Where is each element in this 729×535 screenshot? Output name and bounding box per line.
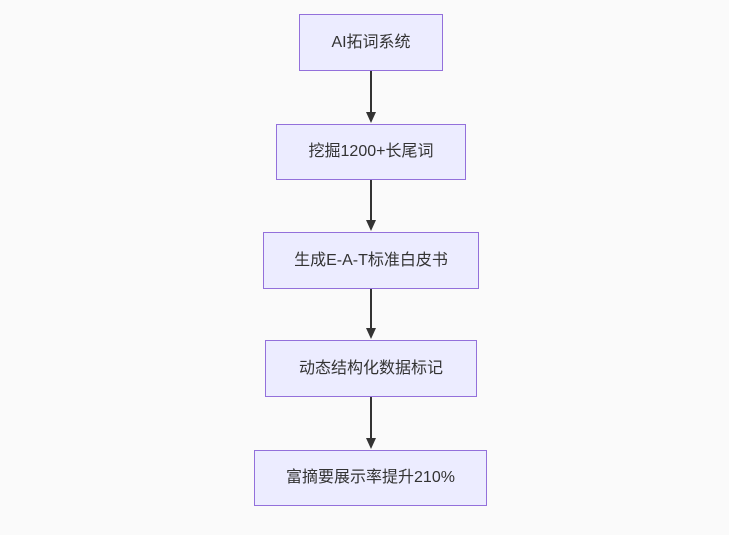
flow-arrowhead-icon [366,112,376,123]
flow-node-n5: 富摘要展示率提升210% [254,450,487,506]
flow-node-label: 富摘要展示率提升210% [286,469,455,487]
flow-node-label: AI拓词系统 [331,33,411,51]
flow-node-n2: 挖掘1200+长尾词 [276,124,466,180]
flow-edge-line-2 [370,180,372,223]
flow-node-n4: 动态结构化数据标记 [265,340,477,397]
flow-node-label: 生成E-A-T标准白皮书 [294,251,448,269]
flow-edge-line-1 [370,71,372,115]
flow-edge-line-4 [370,397,372,441]
flow-node-label: 挖掘1200+长尾词 [308,143,434,161]
flow-arrowhead-icon [366,438,376,449]
flow-node-n3: 生成E-A-T标准白皮书 [263,232,479,289]
flow-arrowhead-icon [366,220,376,231]
flow-node-n1: AI拓词系统 [299,14,443,71]
flow-edge-line-3 [370,289,372,331]
flow-node-label: 动态结构化数据标记 [298,359,443,377]
flow-arrowhead-icon [366,328,376,339]
